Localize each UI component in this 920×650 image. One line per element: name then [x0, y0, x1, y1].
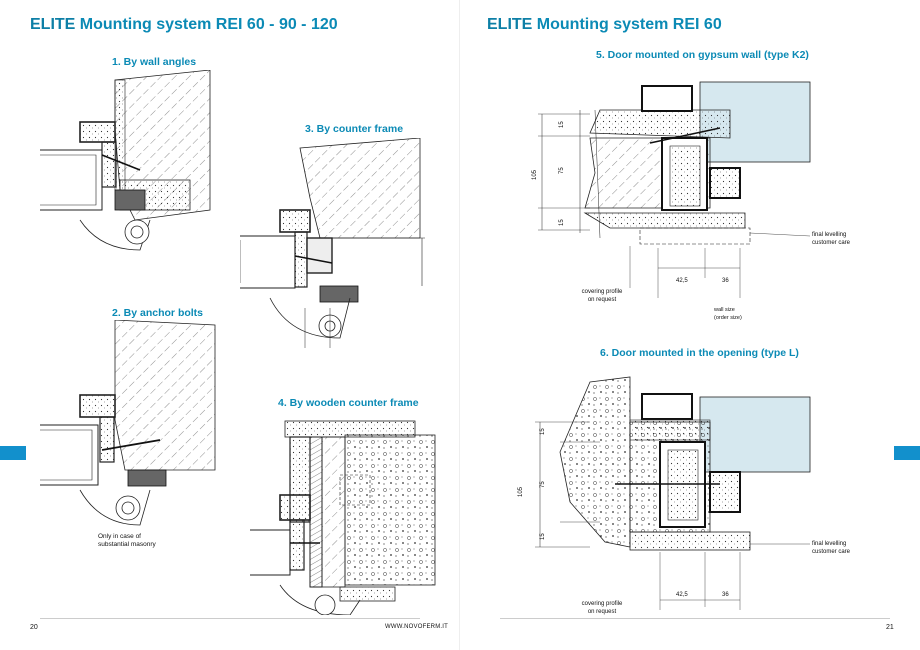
drawing-wooden-counter-frame	[250, 420, 436, 615]
l-label-covering: covering profile on request	[581, 601, 623, 615]
drawing-anchor-bolts	[40, 320, 216, 526]
left-edge-tab	[0, 446, 26, 460]
k2-dim-b: 36	[722, 278, 729, 284]
section-2-title: 2. By anchor bolts	[112, 307, 204, 319]
drawing-counter-frame	[240, 138, 425, 348]
section-3-title: 3. By counter frame	[305, 123, 404, 135]
section-1-title: 1. By wall angles	[112, 56, 197, 68]
k2-dim-total: 105	[532, 169, 538, 180]
l-dim-a: 42,5	[676, 592, 688, 598]
section-6-title: 6. Door mounted in the opening (type L)	[600, 347, 799, 359]
section-5-title: 5. Door mounted on gypsum wall (type K2)	[596, 49, 809, 61]
title-brand: ELITE	[30, 16, 76, 33]
left-page: ELITE Mounting system REI 60 - 90 - 120 …	[0, 16, 448, 631]
left-page-title: ELITE Mounting system REI 60 - 90 - 120	[30, 16, 338, 34]
drawing-type-l	[535, 376, 811, 610]
right-page-title: ELITE Mounting system REI 60	[487, 16, 722, 34]
footer-website: WWW.NOVOFERM.IT	[385, 624, 448, 630]
l-dim-top: 15	[540, 428, 546, 435]
l-dim-b: 36	[722, 592, 729, 598]
title-brand: ELITE	[487, 16, 533, 33]
footer-line	[500, 618, 890, 619]
drawing-wall-angles	[40, 70, 211, 251]
l-dim-total: 105	[518, 486, 524, 497]
k2-label-covering: covering profile on request	[581, 289, 623, 303]
footer-line	[40, 618, 420, 619]
k2-dim-a: 42,5	[676, 278, 688, 284]
l-dim-bottom: 15	[540, 533, 546, 540]
page-number-left: 20	[30, 624, 38, 631]
page-divider	[459, 0, 460, 650]
title-text: Mounting system REI 60	[536, 16, 722, 33]
l-dim-mid: 75	[540, 481, 546, 488]
right-page: ELITE Mounting system REI 60 5. Door mou…	[460, 0, 920, 650]
k2-dim-top: 15	[559, 121, 565, 128]
drawing-type-k2	[538, 81, 811, 298]
k2-label-wall-size: wall size (order size)	[714, 307, 742, 321]
l-label-levelling: final levelling customer care	[812, 541, 851, 555]
k2-dim-mid: 75	[559, 167, 565, 174]
title-text: Mounting system REI 60 - 90 - 120	[79, 16, 338, 33]
right-edge-tab	[894, 446, 920, 460]
section-4-title: 4. By wooden counter frame	[278, 397, 419, 409]
note-substantial-masonry: Only in case of substantial masonry	[98, 533, 156, 548]
k2-label-levelling: final levelling customer care	[812, 232, 851, 246]
k2-dim-bottom: 15	[559, 219, 565, 226]
page-number-right: 21	[886, 624, 894, 631]
